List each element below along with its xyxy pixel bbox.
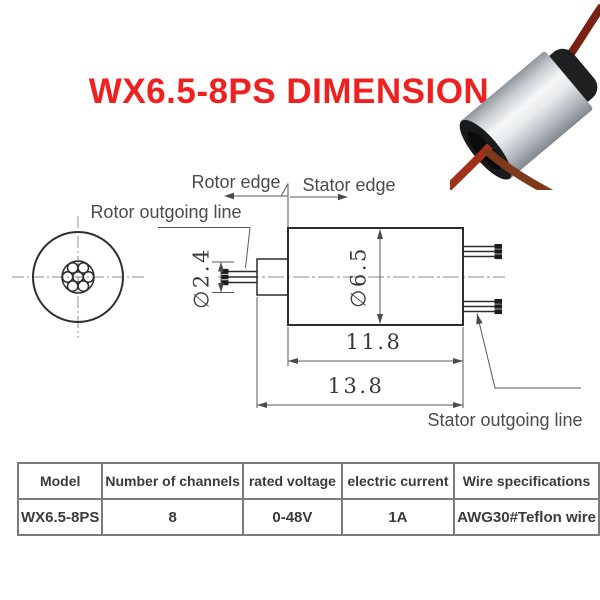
- header-channels: Number of channels: [101, 462, 244, 500]
- end-cap-photo: [545, 48, 598, 104]
- dim-body-length: 11.8: [288, 330, 463, 364]
- edge-arrows: [224, 183, 348, 228]
- cell-current: 1A: [340, 498, 456, 536]
- header-model: Model: [16, 462, 104, 500]
- dim-shaft-diameter-text: ∅2.4: [190, 247, 214, 309]
- spec-table: Model Number of channels rated voltage e…: [16, 462, 600, 536]
- rotor-wire-right-photo: [483, 147, 554, 190]
- rotor-outgoing-leader: [158, 227, 251, 269]
- cell-channels: 8: [101, 498, 244, 536]
- dim-body-length-text: 11.8: [346, 330, 403, 354]
- cell-voltage: 0-48V: [241, 498, 343, 536]
- wire-bundle-cross-section: [61, 261, 95, 293]
- dim-body-diameter-text: ∅6.5: [347, 246, 371, 308]
- rotor-edge-label: Rotor edge: [191, 172, 280, 192]
- front-view: [12, 216, 144, 338]
- header-current: electric current: [340, 462, 456, 500]
- table-row: WX6.5-8PS 8 0-48V 1A AWG30#Teflon wire: [16, 498, 600, 536]
- extension-lines: [256, 297, 464, 408]
- side-view: [218, 227, 505, 326]
- dim-shaft-diameter: ∅2.4: [190, 247, 234, 309]
- table-header-row: Model Number of channels rated voltage e…: [16, 462, 600, 500]
- cell-model: WX6.5-8PS: [16, 498, 104, 536]
- dim-total-length: 13.8: [257, 374, 463, 408]
- dim-body-diameter: ∅6.5: [347, 229, 383, 324]
- stator-edge-label: Stator edge: [302, 175, 395, 195]
- slip-ring-product-photo: [450, 3, 600, 190]
- stator-wires-bottom: [463, 299, 502, 315]
- stator-wires-top: [463, 244, 502, 260]
- dimension-drawing: Rotor edge Stator edge Rotor outgoing li…: [12, 172, 583, 430]
- dim-total-length-text: 13.8: [328, 374, 385, 398]
- header-voltage: rated voltage: [241, 462, 343, 500]
- stator-outgoing-line-label: Stator outgoing line: [427, 410, 582, 430]
- rotor-outgoing-line-label: Rotor outgoing line: [90, 202, 241, 222]
- rotor-wires: [221, 268, 257, 286]
- stator-outgoing-leader: [476, 313, 581, 389]
- header-wire-spec: Wire specifications: [453, 462, 600, 500]
- cell-wire-spec: AWG30#Teflon wire: [453, 498, 600, 536]
- page-title: WX6.5-8PS DIMENSION: [88, 72, 490, 111]
